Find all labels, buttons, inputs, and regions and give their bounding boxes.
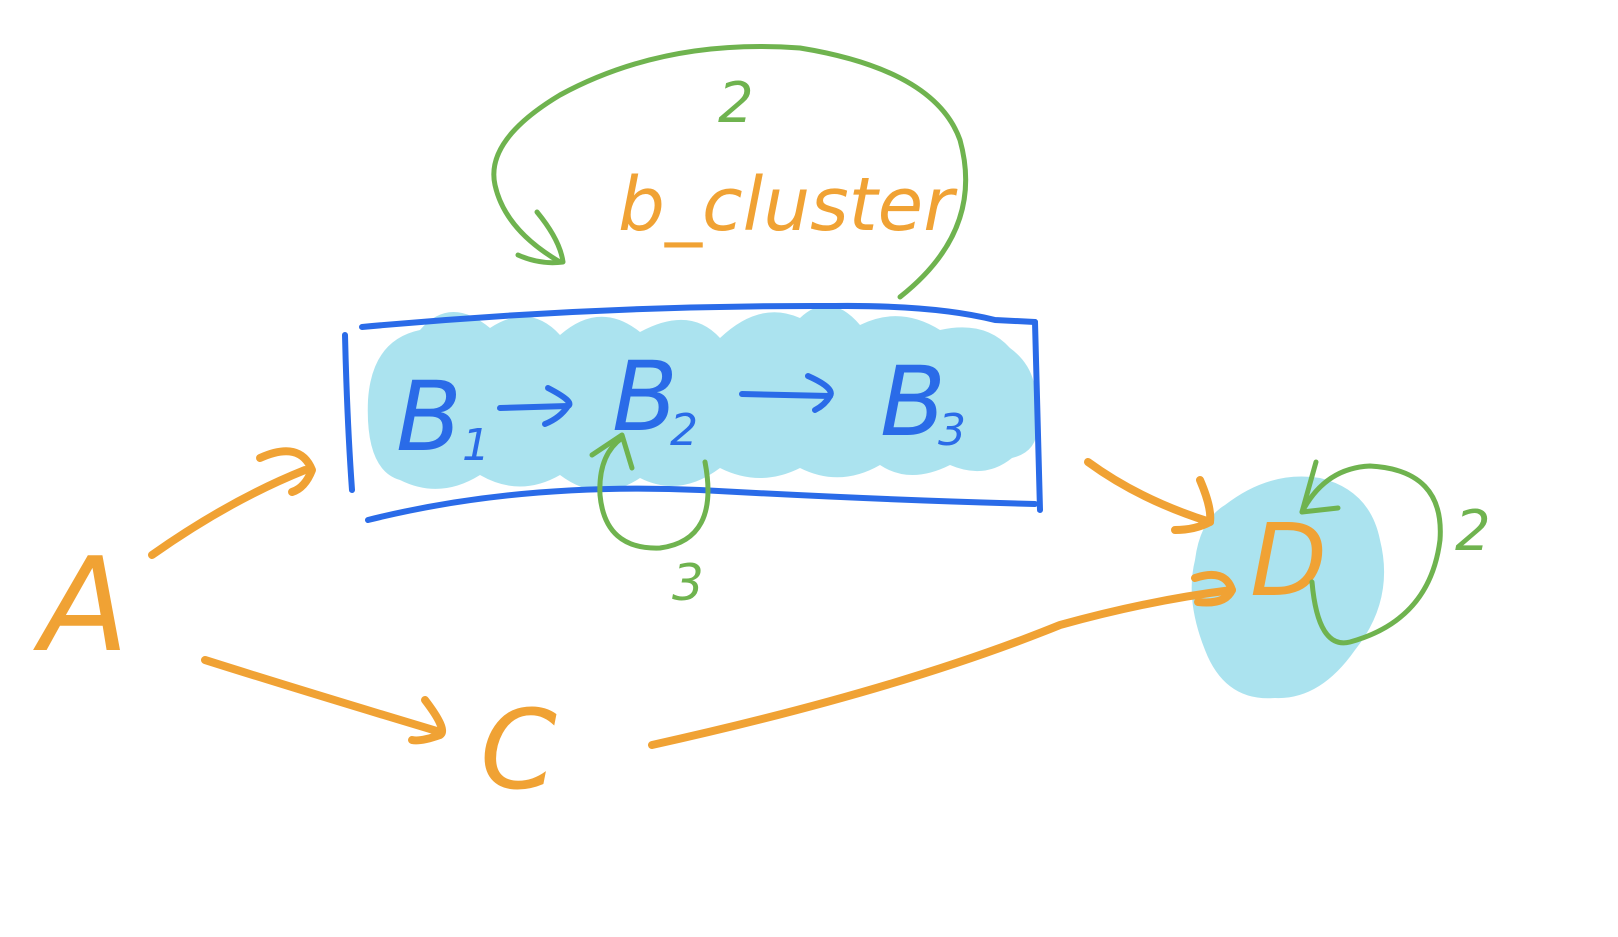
node-b3-letter: B xyxy=(880,346,946,458)
cluster-box-right xyxy=(1032,319,1043,513)
cluster-box-top xyxy=(359,302,1038,330)
cluster-loop xyxy=(491,44,969,300)
edge-b1-b2-arrowhead xyxy=(542,385,573,427)
b2-loop-curve xyxy=(597,435,711,551)
edge-a-cluster-arrowhead xyxy=(256,447,316,496)
cluster-highlight xyxy=(367,305,1038,491)
edge-a-cluster xyxy=(148,447,316,559)
cluster-loop-count: 2 xyxy=(718,71,754,136)
b2-loop xyxy=(589,432,711,551)
edge-b1-b2 xyxy=(497,385,573,427)
edge-b2-b3-arrowhead xyxy=(805,373,834,413)
cluster-loop-arrowhead xyxy=(515,209,566,266)
cluster-box-bottom xyxy=(365,485,1038,523)
edge-cluster-d-line xyxy=(1084,458,1214,526)
node-a: A xyxy=(33,529,129,681)
d-loop-count: 2 xyxy=(1455,499,1491,564)
edge-cluster-d xyxy=(1084,458,1215,534)
node-b2-subscript: 2 xyxy=(670,405,698,456)
node-b3: B 3 xyxy=(880,346,966,458)
edge-b1-b2-line xyxy=(497,403,571,411)
node-b3-subscript: 3 xyxy=(938,405,966,456)
node-c: C xyxy=(480,686,557,814)
b2-loop-count: 3 xyxy=(672,554,704,612)
cluster-box-left xyxy=(342,332,355,493)
edge-a-c-line xyxy=(201,656,444,736)
edge-b2-b3-line xyxy=(739,391,833,399)
node-b1-subscript: 1 xyxy=(462,420,490,471)
edge-a-c-arrowhead xyxy=(408,696,447,745)
cluster-box xyxy=(342,302,1043,523)
node-b1-letter: B xyxy=(396,361,462,473)
d-loop xyxy=(1299,459,1443,646)
edge-c-d xyxy=(648,571,1236,749)
edge-b2-b3 xyxy=(739,373,834,413)
d-loop-arrowhead xyxy=(1299,459,1341,515)
edge-c-d-line xyxy=(648,586,1236,749)
edge-c-d-arrowhead xyxy=(1191,571,1236,607)
node-b1: B 1 xyxy=(396,361,490,473)
edge-a-cluster-line xyxy=(148,466,309,559)
b2-loop-arrowhead xyxy=(589,432,635,471)
cluster-label: b_cluster xyxy=(618,162,958,248)
edge-cluster-d-arrowhead xyxy=(1171,476,1215,534)
cluster-cloud-fill xyxy=(367,305,1038,491)
edge-a-c xyxy=(201,656,447,745)
cluster-loop-curve xyxy=(491,44,969,300)
d-loop-curve xyxy=(1299,463,1443,646)
